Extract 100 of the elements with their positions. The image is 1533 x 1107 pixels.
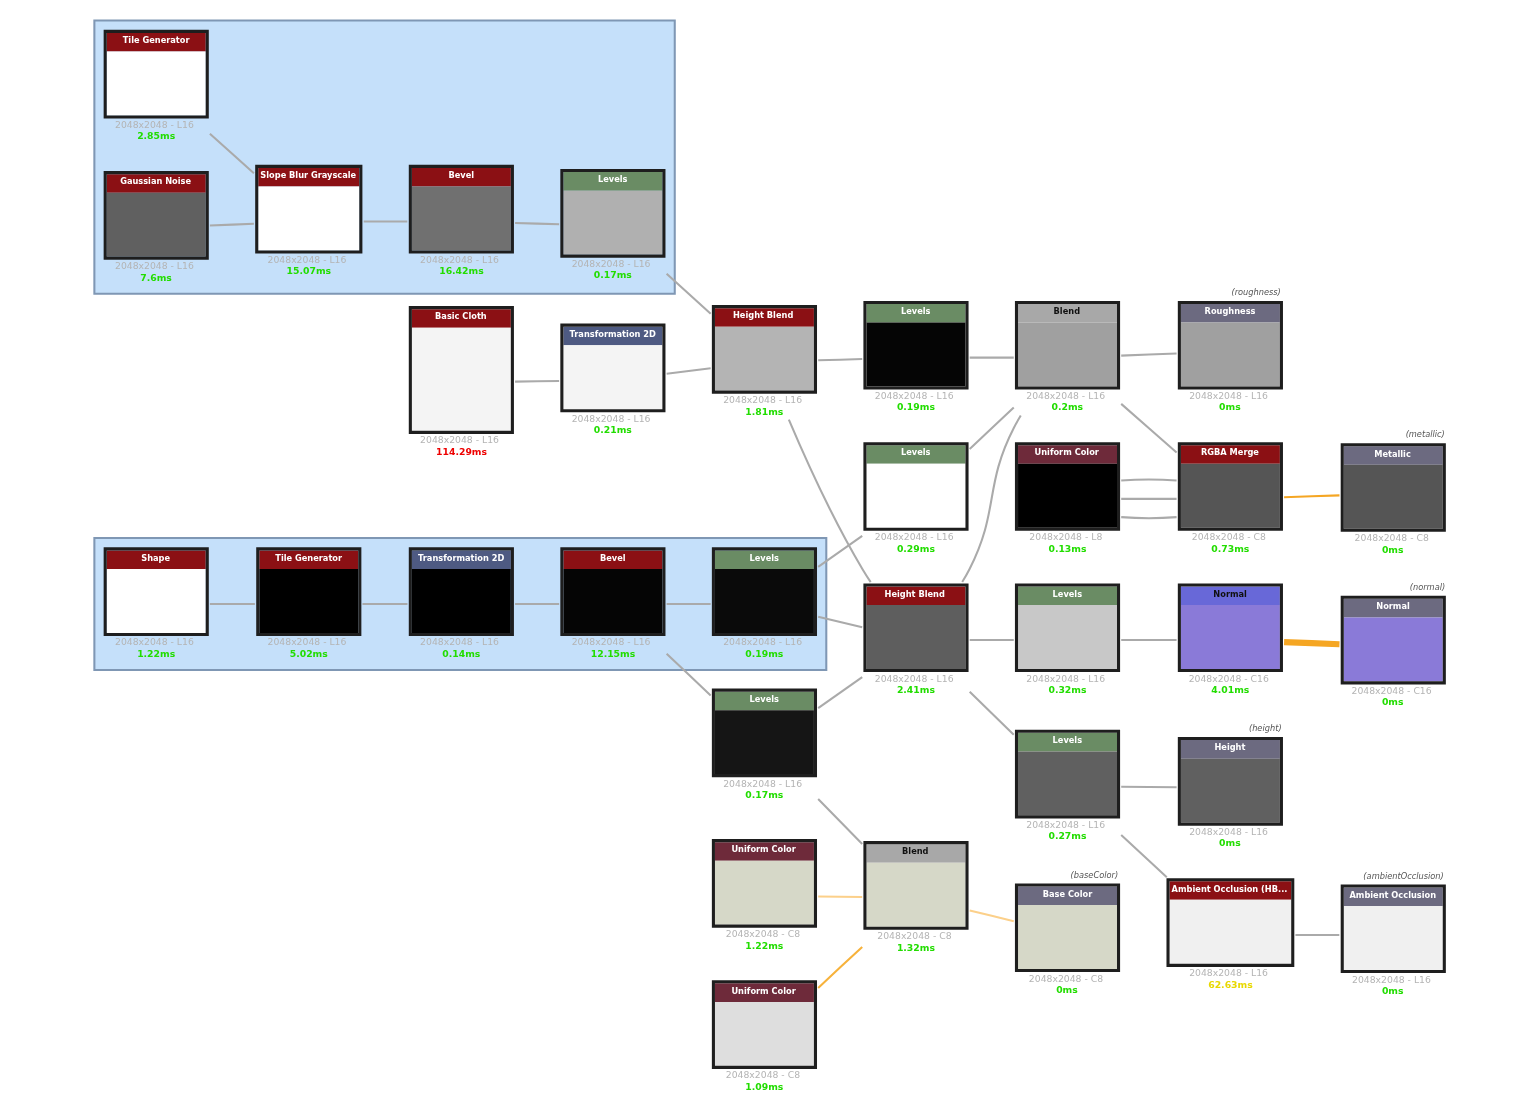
- node-label: 0.17ms: [593, 269, 632, 281]
- connector: [1284, 494, 1340, 499]
- node-label: 4.01ms: [1211, 683, 1250, 695]
- node-label: 2048x2048 - L16: [114, 118, 194, 130]
- node-label: 0ms: [1381, 543, 1404, 555]
- node-label: 2048x2048 - L16: [723, 636, 803, 648]
- node-label: 1.22ms: [745, 939, 784, 951]
- node-label: 0.73ms: [1211, 542, 1250, 554]
- connector: [818, 358, 863, 362]
- cluster: [93, 537, 828, 671]
- node-label: 2048x2048 - L16: [267, 636, 347, 648]
- node-label: (normal): [1409, 581, 1446, 592]
- connector: [818, 895, 863, 899]
- node-label: 2048x2048 - L16: [874, 531, 954, 543]
- connector: [209, 603, 255, 606]
- connector: [1121, 478, 1177, 482]
- connector: [665, 272, 712, 315]
- connector: [1295, 933, 1340, 936]
- node-label: 2048x2048 - L16: [571, 412, 651, 424]
- node-label: 62.63ms: [1208, 978, 1253, 990]
- node-label: 2048x2048 - L16: [267, 254, 347, 265]
- connector: [969, 639, 1014, 642]
- node-label: 0ms: [1381, 984, 1404, 996]
- node-label: 114.29ms: [436, 445, 488, 457]
- node-label: 2048x2048 - L16: [114, 636, 194, 648]
- connector: [666, 603, 711, 606]
- connector: [969, 690, 1015, 736]
- connector: [1121, 785, 1177, 789]
- node-label: 2048x2048 - L16: [874, 390, 954, 402]
- node-label: 2048x2048 - C8: [725, 928, 801, 940]
- connector: [817, 535, 863, 568]
- connector: [363, 220, 408, 223]
- node-label: 2048x2048 - L16: [420, 434, 499, 446]
- node-label: 1.09ms: [745, 1080, 784, 1092]
- node-label: 0.27ms: [1048, 830, 1087, 842]
- connector: [969, 909, 1014, 923]
- connector: [209, 222, 254, 227]
- node-label: 2.85ms: [137, 130, 176, 142]
- node-label: 2048x2048 - L16: [1026, 818, 1106, 830]
- connector: [969, 406, 1015, 450]
- node-label: 0ms: [1219, 837, 1241, 849]
- node-label: 16.42ms: [439, 265, 484, 277]
- node-label: 2048x2048 - L16: [723, 777, 803, 789]
- node-label: 0.19ms: [745, 647, 784, 659]
- connector: [515, 222, 560, 226]
- node-label: 0ms: [1381, 696, 1404, 708]
- node-label: 7.6ms: [140, 271, 172, 283]
- connector: [665, 653, 712, 697]
- node-label: 1.81ms: [745, 405, 784, 417]
- connector: [1120, 403, 1178, 454]
- node-label: 2048x2048 - L8: [1029, 531, 1103, 543]
- node-label: 0.19ms: [896, 401, 935, 413]
- connector: [817, 615, 863, 629]
- node-label: 2048x2048 - L16: [1026, 390, 1106, 402]
- node-label: 2048x2048 - L16: [1189, 826, 1268, 838]
- node-label: (ambientOcclusion): [1363, 870, 1444, 881]
- node-label: 15.07ms: [286, 265, 332, 277]
- node-label: 2048x2048 - L16: [1189, 967, 1268, 979]
- connector: [1121, 516, 1177, 520]
- node-label: 2048x2048 - L16: [114, 260, 194, 272]
- connector: [362, 603, 408, 606]
- connector: [787, 419, 872, 583]
- connector: [969, 356, 1014, 359]
- connector: [1121, 639, 1177, 642]
- node-label: 2048x2048 - L16: [1189, 390, 1268, 402]
- node-label: 0.17ms: [745, 789, 784, 801]
- node-label: 2048x2048 - C8: [1354, 532, 1429, 544]
- node-label: 2048x2048 - L16: [1352, 973, 1431, 985]
- cluster: [93, 19, 676, 295]
- node-label: (baseColor): [1070, 869, 1119, 880]
- node-label: 0.2ms: [1051, 401, 1084, 413]
- connector: [817, 946, 863, 989]
- node-label: 2048x2048 - C8: [725, 1069, 801, 1081]
- connector: [209, 133, 255, 174]
- node-label: 2.41ms: [896, 683, 935, 695]
- node-label: 2048x2048 - L16: [420, 636, 499, 648]
- connector: [1120, 834, 1168, 878]
- node-label: 2048x2048 - L16: [571, 636, 651, 648]
- node-label: 1.22ms: [137, 647, 176, 659]
- node-label: 0.13ms: [1048, 542, 1087, 554]
- node-label: (roughness): [1231, 287, 1281, 298]
- connector: [817, 798, 863, 845]
- node-label: 2048x2048 - C8: [877, 930, 952, 942]
- node-label: 0ms: [1056, 983, 1078, 995]
- connector: [1121, 352, 1177, 357]
- node-label: 0.32ms: [1048, 683, 1087, 695]
- connector: [817, 676, 863, 709]
- connector: [515, 603, 560, 606]
- node-label: 2048x2048 - L16: [571, 258, 651, 270]
- node-label: 2048x2048 - C16: [1351, 684, 1432, 696]
- connector: [515, 380, 560, 383]
- node-label: 5.02ms: [289, 647, 328, 659]
- connector: [1283, 639, 1340, 648]
- node-label: 0.14ms: [442, 647, 481, 659]
- node-label: (metallic): [1405, 429, 1445, 440]
- connector: [961, 415, 1022, 583]
- node-label: 0.29ms: [896, 542, 935, 554]
- connector: [666, 367, 711, 375]
- node-label: 2048x2048 - L16: [874, 672, 954, 684]
- node-label: 12.15ms: [590, 647, 636, 659]
